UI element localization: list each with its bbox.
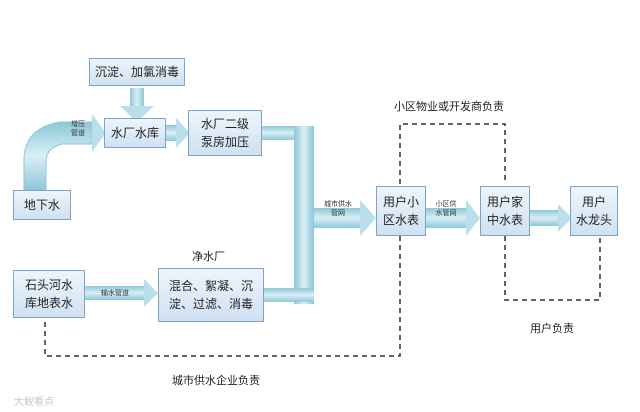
- dosing-pipe: [130, 88, 144, 110]
- purification-plant-label: 净水厂: [192, 250, 225, 263]
- tap-arrow: [558, 204, 572, 232]
- booster-label-1: 增压: [71, 120, 85, 128]
- tap-pipe: [530, 210, 560, 226]
- booster-pipe-label: 增压 管道: [66, 120, 90, 138]
- district-network-label: 小区供 水管网: [428, 200, 464, 218]
- user-district-text-1: 用户小: [382, 195, 419, 209]
- district-network-pipe: [424, 208, 468, 228]
- user-boundary: [504, 236, 601, 301]
- booster-label-2: 管道: [71, 129, 85, 137]
- river-reservoir-box: 石头河水 库地表水: [13, 270, 85, 318]
- user-home-meter-box: 用户家 中水表: [480, 186, 530, 236]
- district-network-label-1: 小区供: [435, 200, 457, 208]
- user-responsibility-label: 用户负责: [530, 322, 574, 335]
- groundwater-box: 地下水: [13, 190, 71, 220]
- city-network-label: 城市供水 管网: [318, 200, 358, 218]
- raw-water-arrow: [144, 279, 158, 307]
- user-home-text-1: 用户家: [486, 195, 523, 209]
- user-home-text-2: 中水表: [486, 213, 523, 227]
- city-network-pipe: [314, 208, 362, 228]
- treatment-box: 混合、絮凝、沉 淀、过滤、消毒: [158, 268, 264, 322]
- river-text-1: 石头河水: [24, 278, 73, 292]
- treatment-outlet-pipe: [264, 288, 314, 302]
- raw-water-pipe-label: 输水管道: [90, 289, 140, 298]
- city-main-pipe: [294, 126, 314, 304]
- property-responsibility-label: 小区物业或开发商负责: [394, 100, 504, 113]
- treatment-text-1: 混合、絮凝、沉: [168, 279, 253, 293]
- treatment-text-2: 淀、过滤、消毒: [168, 297, 253, 311]
- pump-station-text-2: 泵房加压: [200, 135, 249, 149]
- reservoir-pump-arrow: [176, 118, 190, 148]
- dosing-arrow: [120, 106, 154, 122]
- pump-station-box: 水厂二级 泵房加压: [188, 110, 262, 156]
- user-district-meter-box: 用户小 区水表: [376, 186, 426, 236]
- user-tap-text-2: 水龙头: [575, 213, 612, 227]
- property-boundary: [399, 123, 506, 184]
- reservoir-box: 水厂水库: [104, 118, 166, 148]
- user-tap-box: 用户 水龙头: [570, 186, 618, 236]
- district-network-arrow: [466, 200, 480, 236]
- district-network-label-2: 水管网: [435, 209, 457, 217]
- user-district-text-2: 区水表: [382, 213, 419, 227]
- raw-water-pipe: [84, 286, 146, 300]
- groundwater-arrow: [92, 114, 106, 152]
- city-network-label-1: 城市供水: [324, 200, 352, 208]
- precipitation-text: 沉淀、加氯消毒: [94, 65, 179, 79]
- precipitation-disinfection-box: 沉淀、加氯消毒: [89, 58, 185, 86]
- pump-station-text-1: 水厂二级: [200, 117, 249, 131]
- city-network-arrow: [360, 200, 376, 236]
- city-responsibility-label: 城市供水企业负责: [172, 374, 260, 387]
- reservoir-pump-pipe: [165, 125, 179, 141]
- watermark: 大鲵看点: [14, 397, 54, 408]
- river-text-2: 库地表水: [24, 296, 73, 310]
- groundwater-text: 地下水: [23, 198, 60, 212]
- city-boundary: [44, 236, 401, 357]
- reservoir-text: 水厂水库: [110, 126, 159, 140]
- user-tap-text-1: 用户: [581, 195, 606, 209]
- city-network-label-2: 管网: [331, 209, 345, 217]
- raw-water-label: 输水管道: [101, 289, 129, 297]
